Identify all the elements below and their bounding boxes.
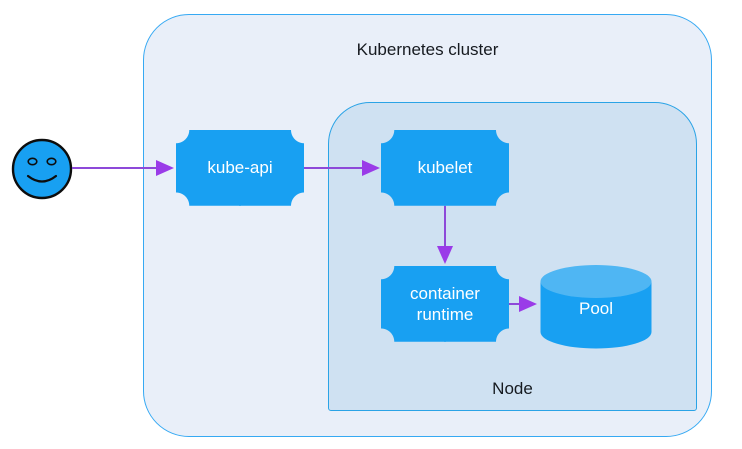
- kubelet-box: kubelet: [381, 130, 509, 206]
- kube-api-box: kube-api: [176, 130, 304, 206]
- pool-label: Pool: [578, 299, 614, 318]
- node-label: Node: [492, 379, 533, 398]
- container-runtime-label: container runtime: [410, 283, 480, 324]
- container-runtime-box: container runtime: [381, 266, 509, 342]
- smiley-face-icon: [11, 138, 73, 200]
- cluster-title: Kubernetes cluster: [356, 40, 499, 59]
- pool-cylinder-icon: [540, 265, 652, 349]
- kube-api-label: kube-api: [207, 158, 273, 178]
- kubelet-label: kubelet: [417, 158, 473, 178]
